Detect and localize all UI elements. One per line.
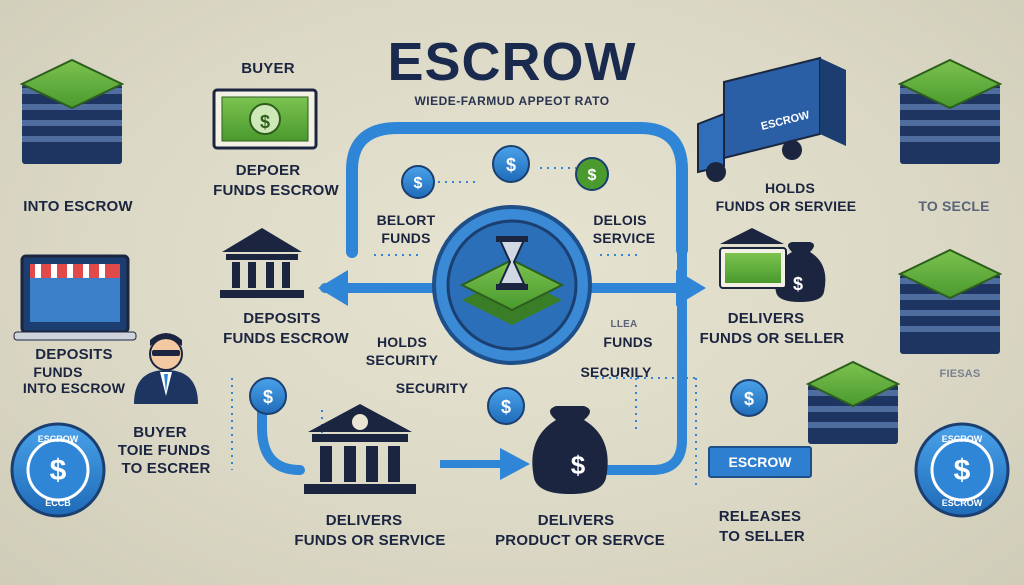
- flow-loop: [257, 122, 688, 475]
- money-stack-icon: [19, 58, 125, 164]
- central-vault-icon: [432, 205, 592, 365]
- label-toie-funds: TOIE FUNDS: [117, 442, 211, 459]
- label-funds-mid: FUNDS: [381, 230, 431, 246]
- label-into-escrow: INTO ESCROW: [23, 198, 133, 215]
- dollar-symbol: $: [588, 167, 597, 184]
- label-into-escrow-left2: INTO ESCROW: [22, 380, 126, 396]
- label-funds-or-seller: FUNDS OR SELLER: [699, 330, 845, 347]
- dollar-symbol: $: [744, 389, 754, 409]
- coin-text-top: ESCROW: [38, 434, 79, 444]
- label-funds-or-service: FUNDS OR SERVICE: [294, 532, 446, 549]
- money-stack-icon: [897, 58, 1003, 164]
- label-funds-or-servie: FUNDS OR SERVIEE: [715, 198, 857, 214]
- dollar-symbol: $: [263, 387, 273, 407]
- coin-text-bottom: ESCROW: [942, 498, 983, 508]
- delivery-truck-icon: [697, 56, 846, 182]
- label-delivers-bottom: DELIVERS: [325, 512, 403, 529]
- buyer-person-icon: [134, 333, 198, 404]
- money-stack-icon: [805, 360, 901, 444]
- label-buyer-lower: BUYER: [133, 424, 187, 441]
- label-deposits-mid: DEPOSITS: [243, 310, 321, 327]
- label-releases: RELEASES: [718, 508, 802, 525]
- label-depoer: DEPOER: [235, 162, 301, 179]
- label-buyer-top: BUYER: [241, 60, 295, 77]
- label-funds-right: FUNDS: [603, 334, 653, 350]
- dollar-symbol: $: [260, 112, 270, 132]
- label-holds-top: HOLDS: [765, 180, 815, 196]
- dollar-symbol: $: [954, 454, 971, 487]
- label-funds-left: FUNDS: [33, 364, 83, 380]
- bank-building-icon: [220, 228, 304, 298]
- coin-text-top: ESCROW: [942, 434, 983, 444]
- dollar-symbol: $: [50, 454, 67, 487]
- dollar-symbol: $: [414, 175, 423, 192]
- label-funds-escrow-mid: FUNDS ESCROW: [223, 330, 349, 347]
- label-to-seller: TO SELLER: [719, 528, 805, 545]
- money-bag-icon: [774, 242, 826, 302]
- dollar-bill-icon: [212, 88, 318, 150]
- dollar-symbol: $: [793, 274, 803, 294]
- money-bag-icon: [532, 406, 608, 494]
- page-title: ESCROW: [387, 32, 637, 92]
- label-securily: SECURILY: [580, 364, 652, 380]
- label-security-center: SECURITY: [365, 352, 439, 368]
- label-to-escrer: TO ESCRER: [121, 460, 211, 477]
- label-belort: BELORT: [376, 212, 436, 228]
- escrow-banner: ESCROW: [708, 446, 812, 478]
- label-security-lower: SECURITY: [395, 380, 469, 396]
- label-delois: DELOIS: [593, 212, 647, 228]
- page-subtitle: WIEDE-FARMUD APPEOT RATO: [414, 94, 610, 108]
- money-stack-icon: [897, 248, 1003, 354]
- storefront-laptop-icon: [13, 254, 137, 341]
- label-delivers-right: DELIVERS: [727, 310, 805, 327]
- coin-text-bottom: ECCB: [45, 498, 71, 508]
- dollar-symbol: $: [506, 155, 516, 175]
- label-to-secle: TO SECLE: [918, 198, 990, 214]
- dollar-symbol: $: [501, 397, 511, 417]
- bank-roof-icon: [720, 228, 784, 244]
- label-delivers-product: DELIVERS: [537, 512, 615, 529]
- truck-label: ESCROW: [760, 109, 812, 133]
- dollar-symbol: $: [571, 450, 586, 480]
- label-funds-escrow: FUNDS ESCROW: [213, 182, 339, 199]
- label-product-or-service: PRODUCT OR SERVCE: [495, 532, 665, 549]
- bank-building-icon: [304, 404, 416, 494]
- label-holds-center: HOLDS: [377, 334, 427, 350]
- label-service-mid: SERVICE: [592, 230, 656, 246]
- label-deposits-left: DEPOSITS: [35, 346, 113, 363]
- dollar-coin-icon: [10, 145, 1010, 518]
- label-llea: LLEA: [610, 319, 638, 330]
- dollar-bill-icon: [719, 247, 787, 289]
- label-fiesas: FIESAS: [939, 368, 981, 380]
